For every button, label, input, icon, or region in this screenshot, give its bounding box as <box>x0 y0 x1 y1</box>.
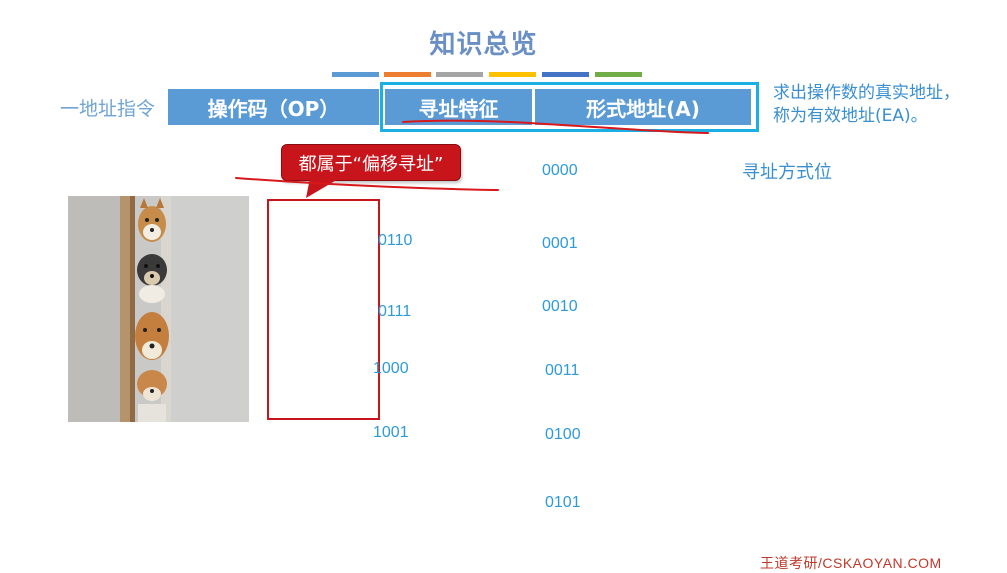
mode-code: 0001 <box>542 235 578 252</box>
mode-code: 0101 <box>545 494 581 511</box>
page-title: 知识总览 <box>429 30 538 60</box>
effective-address-note: 求出操作数的真实地址， 称为有效地址(EA)。 <box>773 82 960 128</box>
instruction-type-label: 一地址指令 <box>60 98 156 120</box>
strip-seg-4 <box>489 72 536 77</box>
mode-code: 0010 <box>542 298 578 315</box>
mode-code: 0100 <box>545 426 581 443</box>
strip-seg-3 <box>436 72 483 77</box>
mode-code: 0110 <box>378 232 413 249</box>
formal-address-field: 形式地址(A) <box>535 89 751 125</box>
ea-note-line-1: 求出操作数的真实地址， <box>773 83 960 103</box>
strip-seg-1 <box>332 72 379 77</box>
shiba-dogs-photo <box>68 196 249 422</box>
addressing-mode-bits-label: 寻址方式位 <box>742 162 832 183</box>
mode-code: 1001 <box>373 424 409 441</box>
field-divider <box>532 89 535 125</box>
addressing-feature-field: 寻址特征 <box>385 89 532 125</box>
offset-addressing-callout: 都属于“偏移寻址” <box>281 144 461 181</box>
watermark: 王道考研/CSKAOYAN.COM <box>760 555 942 571</box>
callout-pointer <box>306 178 340 198</box>
mode-code: 0000 <box>542 162 578 179</box>
mode-code: 1000 <box>373 360 409 377</box>
mode-code: 0011 <box>545 362 580 379</box>
strip-seg-6 <box>595 72 642 77</box>
mode-code: 0111 <box>378 303 412 320</box>
offset-modes-box <box>267 199 380 420</box>
strip-seg-5 <box>542 72 589 77</box>
strip-seg-2 <box>384 72 431 77</box>
opcode-field: 操作码（OP） <box>168 89 379 125</box>
ea-note-line-2: 称为有效地址(EA)。 <box>773 106 928 126</box>
address-fields-highlight-box <box>380 82 759 132</box>
